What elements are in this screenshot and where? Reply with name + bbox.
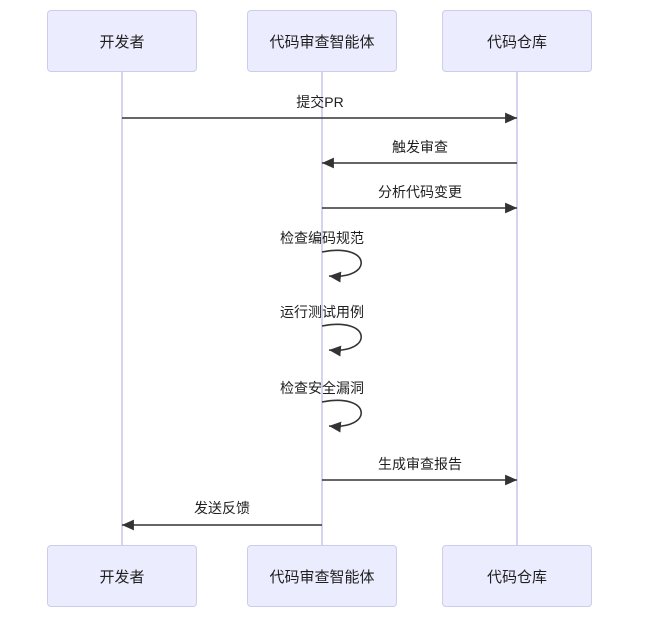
message-label-analyze-changes: 分析代码变更 — [378, 184, 462, 200]
message-label-generate-report: 生成审查报告 — [378, 456, 462, 472]
message-label-check-coding-standards: 检查编码规范 — [280, 230, 364, 246]
actor-label: 代码审查智能体 — [269, 568, 375, 586]
actor-box-code-review-agent-bottom: 代码审查智能体 — [247, 545, 397, 607]
actor-box-developer-top: 开发者 — [47, 10, 197, 72]
message-label-trigger-review: 触发审查 — [392, 139, 448, 155]
message-label-submit-pr: 提交PR — [296, 94, 344, 110]
actor-box-code-review-agent-top: 代码审查智能体 — [247, 10, 397, 72]
actor-label: 代码仓库 — [486, 568, 547, 586]
message-label-run-tests: 运行测试用例 — [280, 304, 364, 320]
self-loop-check-security — [321, 399, 362, 433]
self-loop-check-coding-standards — [321, 249, 362, 283]
actor-box-code-repository-top: 代码仓库 — [442, 10, 592, 72]
message-label-send-feedback: 发送反馈 — [194, 500, 250, 516]
actor-label: 开发者 — [99, 568, 145, 586]
actor-box-code-repository-bottom: 代码仓库 — [442, 545, 592, 607]
actor-label: 代码仓库 — [486, 33, 547, 51]
actor-label: 代码审查智能体 — [269, 33, 375, 51]
self-loop-run-tests — [321, 323, 362, 357]
message-label-check-security: 检查安全漏洞 — [280, 380, 364, 396]
actor-label: 开发者 — [99, 33, 145, 51]
actor-box-developer-bottom: 开发者 — [47, 545, 197, 607]
